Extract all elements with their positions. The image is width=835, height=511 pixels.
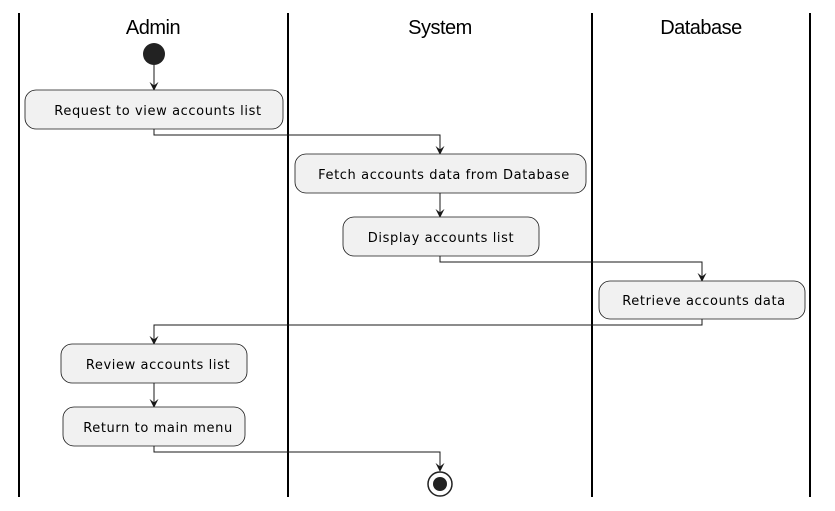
action-label: Request to view accounts list	[54, 104, 261, 119]
lane-title-database: Database	[660, 17, 742, 39]
action-request-accounts-list: Request to view accounts list	[24, 89, 284, 130]
action-label: Review accounts list	[86, 358, 230, 373]
action-label: Fetch accounts data from Database	[318, 168, 570, 183]
lane-title-admin: Admin	[126, 17, 180, 39]
lane-title-system: System	[408, 17, 472, 39]
start-node	[143, 43, 165, 65]
action-label: Return to main menu	[83, 421, 233, 436]
end-node	[427, 471, 453, 497]
action-return-to-main-menu: Return to main menu	[62, 406, 246, 447]
action-retrieve-accounts-data: Retrieve accounts data	[598, 280, 806, 320]
action-fetch-accounts-data: Fetch accounts data from Database	[294, 153, 587, 194]
flow-display-to-retrieve	[439, 256, 707, 282]
action-label: Display accounts list	[368, 231, 514, 246]
flow-request-to-fetch	[153, 129, 445, 155]
flow-retrieve-to-review	[149, 319, 703, 345]
action-review-accounts-list: Review accounts list	[60, 343, 248, 384]
action-display-accounts-list: Display accounts list	[342, 216, 540, 257]
action-label: Retrieve accounts data	[622, 294, 786, 309]
flow-return-to-end	[153, 446, 445, 472]
